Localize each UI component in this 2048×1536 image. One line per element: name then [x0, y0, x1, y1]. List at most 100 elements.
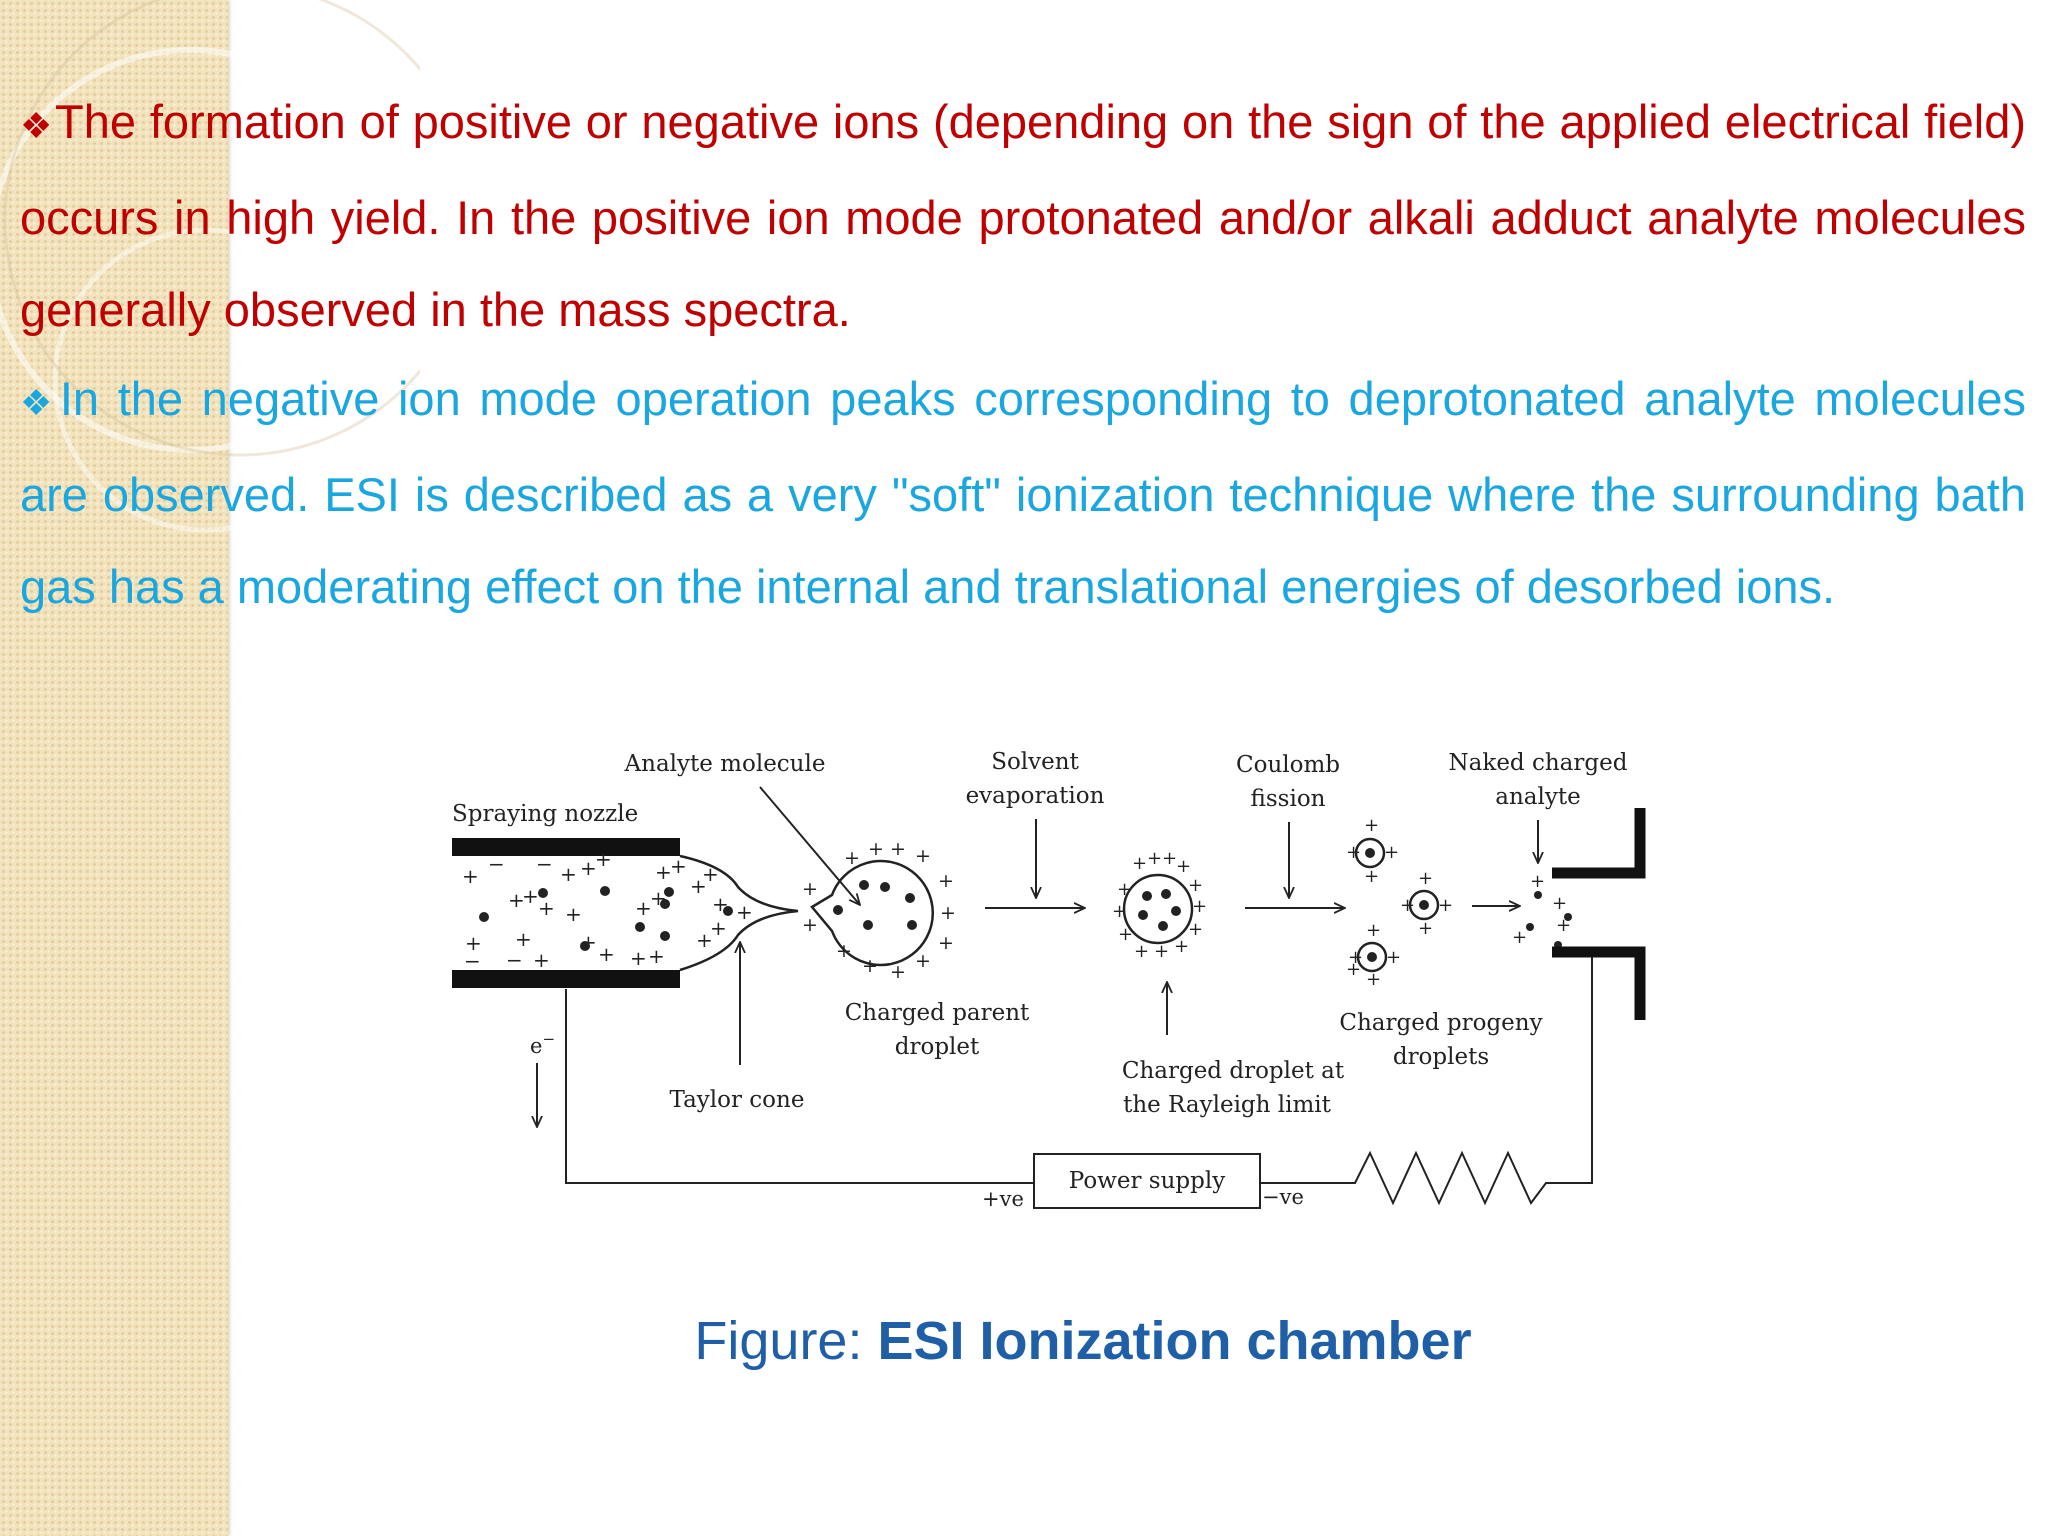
svg-text:+: + [1192, 896, 1207, 917]
svg-text:+: + [465, 931, 482, 955]
svg-text:+: + [802, 914, 818, 936]
svg-text:+: + [1118, 924, 1133, 945]
svg-text:+: + [802, 878, 818, 900]
svg-text:+: + [635, 896, 652, 920]
svg-text:+: + [868, 838, 884, 860]
svg-text:+: + [938, 870, 954, 892]
diamond-bullet-icon: ❖ [20, 382, 58, 423]
rayleigh-droplet [1122, 873, 1194, 945]
analyte-pointer-arrow [759, 786, 860, 905]
svg-text:+: + [1438, 895, 1453, 916]
power-supply-label: Power supply [1069, 1168, 1225, 1194]
svg-text:+: + [655, 860, 672, 884]
resistor-wire [1260, 957, 1593, 1206]
svg-text:+: + [1147, 848, 1162, 869]
svg-text:+: + [595, 847, 612, 871]
label-coulomb: Coulomb [1236, 752, 1340, 778]
svg-text:+: + [940, 902, 956, 924]
counter-electrode-top [1552, 808, 1646, 879]
label-spraying-nozzle: Spraying nozzle [452, 801, 638, 827]
svg-text:+: + [1400, 895, 1415, 916]
svg-text:+: + [1346, 842, 1361, 863]
svg-text:+: + [1418, 868, 1433, 889]
svg-text:+: + [1384, 842, 1399, 863]
svg-text:+: + [1346, 959, 1361, 980]
nozzle-contents: +−−+ ++++ ++++ ++++ ++++ ++++ ++−−+ [462, 847, 753, 973]
label-naked-charged: Naked charged [1449, 750, 1628, 776]
label-droplet: droplet [895, 1034, 980, 1060]
svg-text:+: + [1176, 856, 1191, 877]
svg-text:+: + [1366, 920, 1381, 941]
counter-electrode-bottom [1552, 946, 1646, 1020]
svg-text:+: + [1117, 879, 1132, 900]
caption-prefix: Figure: [694, 1311, 878, 1371]
figure-caption: Figure: ESI Ionization chamber [0, 1310, 2048, 1372]
svg-text:+: + [1512, 927, 1527, 948]
label-rayleigh-2: the Rayleigh limit [1123, 1092, 1332, 1118]
nozzle-bottom-wall [452, 970, 680, 988]
svg-text:+: + [1366, 969, 1381, 990]
svg-text:+: + [1154, 941, 1169, 962]
svg-text:+: + [1552, 893, 1567, 914]
svg-text:+: + [1134, 941, 1149, 962]
svg-text:+: + [1556, 915, 1571, 936]
label-solvent: Solvent [991, 749, 1079, 775]
svg-text:+: + [1188, 919, 1203, 940]
svg-text:+: + [508, 888, 525, 912]
svg-text:+: + [670, 854, 687, 878]
label-electron: e− [530, 1030, 555, 1058]
svg-text:+: + [736, 900, 753, 924]
nozzle-top-wall [452, 838, 680, 856]
label-plus-ve: +ve [982, 1187, 1024, 1211]
label-analyte-molecule: Analyte molecule [624, 751, 826, 777]
svg-text:+: + [844, 847, 860, 869]
label-minus-ve: −ve [1262, 1185, 1304, 1209]
svg-text:−: − [464, 949, 481, 973]
svg-text:+: + [1386, 947, 1401, 968]
svg-text:−: − [488, 852, 505, 876]
svg-text:−: − [506, 948, 523, 972]
svg-text:+: + [538, 896, 555, 920]
svg-text:+: + [938, 932, 954, 954]
svg-text:+: + [1530, 871, 1545, 892]
naked-analyte-ions: ++ + + [1512, 871, 1572, 949]
paragraph-2-text: In the negative ion mode operation peaks… [20, 372, 2026, 613]
svg-text:+: + [630, 946, 647, 970]
paragraph-negative-ions: ❖In the negative ion mode operation peak… [20, 353, 2026, 633]
label-analyte: analyte [1495, 784, 1580, 810]
svg-text:+: + [1188, 875, 1203, 896]
svg-text:+: + [710, 916, 727, 940]
label-charged-parent: Charged parent [845, 1000, 1030, 1026]
caption-title: ESI Ionization chamber [877, 1311, 1472, 1371]
label-rayleigh-1: Charged droplet at [1122, 1058, 1345, 1084]
svg-text:+: + [522, 884, 539, 908]
label-fission: fission [1251, 786, 1326, 812]
circuit-left-wire [565, 989, 1034, 1184]
svg-text:+: + [696, 928, 713, 952]
svg-text:+: + [915, 950, 931, 972]
taylor-cone-shape [679, 854, 799, 972]
svg-text:+: + [1162, 848, 1177, 869]
svg-text:+: + [836, 940, 852, 962]
svg-text:+: + [598, 942, 615, 966]
svg-text:+: + [565, 902, 582, 926]
parent-droplet [810, 859, 934, 967]
paragraph-1-text: The formation of positive or negative io… [20, 95, 2026, 336]
svg-text:+: + [890, 838, 906, 860]
progeny-droplets: ++++ ++++ +++++ [1346, 815, 1453, 990]
power-supply-box [1033, 1153, 1261, 1209]
svg-text:+: + [1364, 866, 1379, 887]
label-taylor-cone: Taylor cone [670, 1087, 805, 1113]
svg-text:+: + [1418, 918, 1433, 939]
label-charged-progeny: Charged progeny [1339, 1010, 1542, 1036]
svg-text:+: + [690, 874, 707, 898]
label-progeny-droplets: droplets [1393, 1044, 1489, 1070]
svg-text:+: + [1364, 815, 1379, 836]
svg-text:+: + [862, 955, 878, 977]
svg-text:+: + [515, 927, 532, 951]
svg-text:+: + [1174, 936, 1189, 957]
parent-droplet-contents: ++++ ++++ +++++ [802, 838, 956, 983]
svg-text:+: + [580, 856, 597, 880]
svg-text:+: + [560, 862, 577, 886]
rayleigh-droplet-contents: ++++ ++++ +++++ [1112, 848, 1207, 962]
